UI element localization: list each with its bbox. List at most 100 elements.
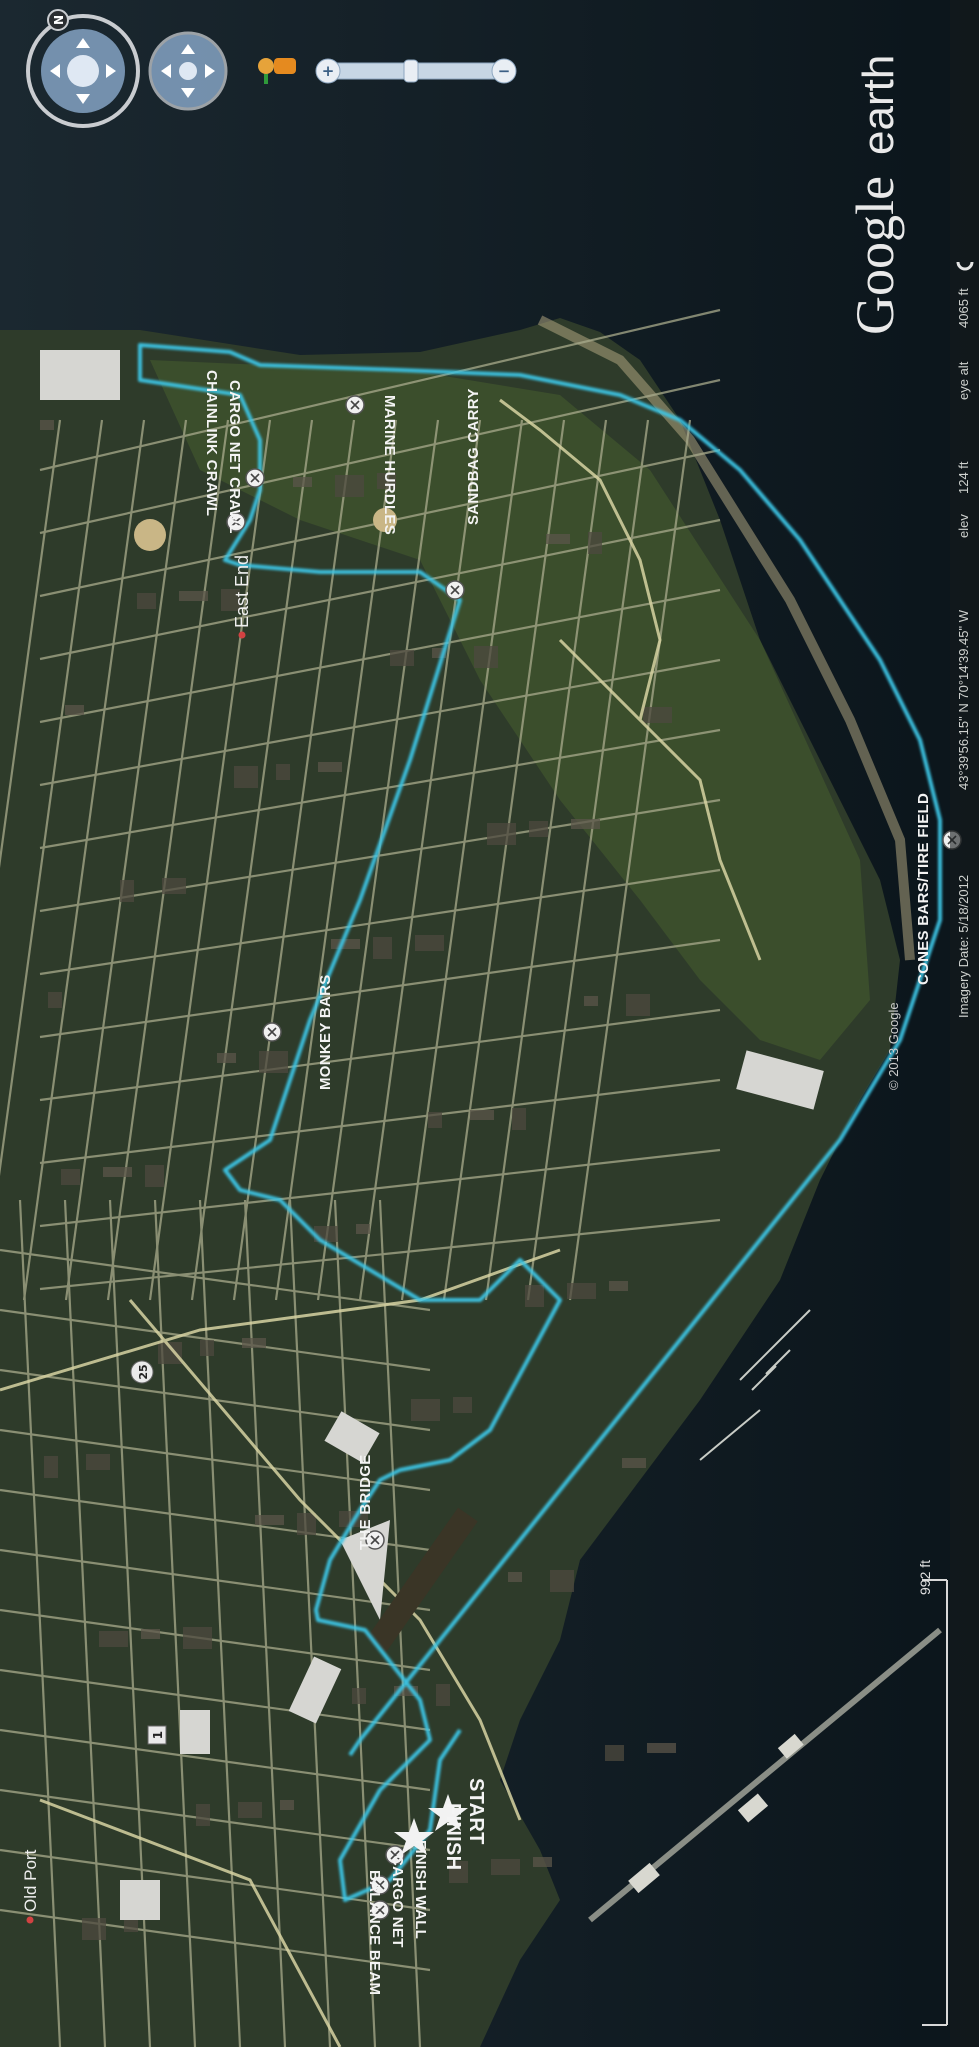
building-block	[103, 1167, 132, 1177]
ball-field	[134, 519, 166, 551]
building-block	[550, 1570, 574, 1592]
street	[0, 419, 104, 1177]
building-block	[276, 764, 290, 780]
street	[0, 1788, 431, 1852]
arrow-up-icon[interactable]	[76, 38, 90, 48]
building-block	[487, 823, 516, 845]
building-block	[453, 1397, 472, 1413]
svg-text:earth: earth	[854, 55, 903, 155]
move-control[interactable]	[148, 31, 228, 111]
label-cargo-net-crawl: CARGO NET CRAWL	[226, 380, 243, 534]
street	[39, 938, 721, 1039]
street	[106, 419, 230, 1301]
label-cones-bars-tire-field: CONES BARS/TIRE FIELD	[915, 793, 932, 985]
hand-icon[interactable]	[179, 62, 197, 80]
label-the-bridge: THE BRIDGE	[357, 1454, 374, 1550]
pier-building	[737, 1793, 769, 1823]
building-block	[141, 1629, 160, 1639]
marker-cross-icon	[350, 400, 360, 410]
building-block	[280, 1800, 294, 1810]
building-block	[605, 1745, 624, 1761]
building-block	[436, 1684, 450, 1706]
look-center-icon[interactable]	[67, 55, 99, 87]
street	[400, 419, 524, 1301]
finish-star-icon[interactable]	[394, 1818, 434, 1855]
street	[442, 419, 566, 1301]
building-block	[145, 1165, 164, 1187]
imagery-date: Imagery Date: 5/18/2012	[956, 875, 971, 1018]
svg-text:Google: Google	[845, 176, 905, 335]
place-east-end[interactable]: East End	[232, 555, 252, 628]
building-block	[255, 1515, 284, 1525]
zoom-slider-handle[interactable]	[403, 59, 419, 83]
north-marker[interactable]	[47, 9, 69, 31]
place-pin-icon	[238, 631, 246, 639]
obstacle-course-route	[138, 343, 942, 1902]
street	[0, 419, 62, 869]
building-block	[259, 1051, 288, 1073]
building-block	[61, 1169, 80, 1185]
compass-control[interactable]: N	[26, 9, 140, 128]
label-balance-beam: BALANCE BEAM	[366, 1870, 383, 1995]
loading-spinner-icon	[956, 261, 974, 271]
coordinates: 43°39'56.15" N 70°14'39.45" W	[956, 609, 971, 790]
label-marine-hurdles: MARINE HURDLES	[381, 395, 398, 535]
major-roads	[0, 398, 762, 2047]
street	[39, 728, 721, 850]
building-block	[512, 1108, 526, 1130]
street	[0, 1428, 431, 1492]
elevation-value: 124 ft	[956, 461, 971, 494]
marker-cross-icon	[231, 517, 241, 527]
building-block	[449, 1861, 468, 1883]
place-old-port[interactable]: Old Port	[21, 1849, 40, 1912]
zoom-in-button[interactable]	[315, 58, 341, 84]
label-cargo-net: CARGO NET	[389, 1855, 406, 1948]
route-25-shield: 25	[130, 1360, 154, 1384]
google-earth-logo: Google earth	[845, 55, 905, 335]
street	[39, 378, 721, 535]
svg-text:25: 25	[137, 1364, 150, 1379]
zoom-slider[interactable]: + −	[315, 58, 517, 84]
building-block	[474, 646, 498, 668]
svg-text:−: −	[498, 62, 511, 80]
marker-cross-icon	[375, 1880, 385, 1890]
street	[0, 1848, 431, 1912]
label-finish-wall: FINISH WALL	[412, 1840, 429, 1939]
building-block	[643, 707, 672, 723]
obstacle-markers	[226, 395, 962, 1920]
marker-cross-icon	[267, 1027, 277, 1037]
building-block	[242, 1338, 266, 1348]
street	[39, 588, 721, 724]
label-start: START	[465, 1778, 487, 1845]
label-finish: FINISH	[442, 1803, 464, 1870]
street	[316, 419, 440, 1301]
marina-docks	[699, 1309, 811, 1461]
building-block	[622, 1458, 646, 1468]
arrow-down-icon[interactable]	[76, 94, 90, 104]
arrow-left-icon[interactable]	[50, 64, 60, 78]
zoom-out-button[interactable]	[491, 58, 517, 84]
building-block	[200, 1340, 214, 1356]
street	[0, 1608, 431, 1672]
building-block	[335, 475, 364, 497]
street-view-pegman-icon[interactable]	[258, 58, 296, 84]
marker-cross-icon	[370, 1535, 380, 1545]
street	[0, 1248, 431, 1312]
start-star-icon[interactable]	[428, 1794, 468, 1831]
building-block	[352, 1688, 366, 1704]
building-block	[217, 1053, 236, 1063]
street	[22, 419, 146, 1301]
street	[39, 868, 721, 976]
move-down-icon[interactable]	[181, 88, 195, 98]
move-left-icon[interactable]	[161, 64, 171, 78]
move-up-icon[interactable]	[181, 44, 195, 54]
building-block	[470, 1110, 494, 1120]
arrow-right-icon[interactable]	[106, 64, 116, 78]
building-block	[567, 1283, 596, 1299]
building-block	[65, 705, 84, 715]
move-right-icon[interactable]	[205, 64, 215, 78]
building-block	[44, 1456, 58, 1478]
svg-text:+: +	[322, 62, 335, 80]
label-monkey-bars: MONKEY BARS	[317, 974, 334, 1090]
